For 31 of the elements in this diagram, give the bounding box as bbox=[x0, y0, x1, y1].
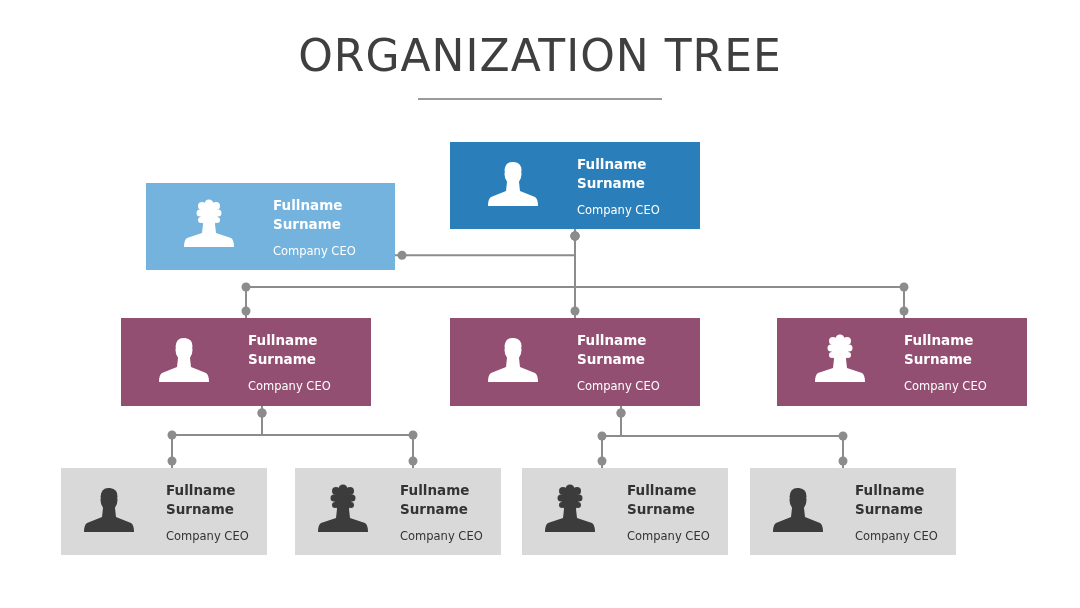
person-card bbox=[295, 468, 501, 555]
person-card bbox=[146, 183, 395, 270]
person-card bbox=[450, 142, 700, 229]
person-name: Fullname Surname bbox=[273, 196, 344, 234]
job-title: Company CEO bbox=[248, 379, 331, 393]
person-name: Fullname Surname bbox=[400, 481, 471, 519]
job-title: Company CEO bbox=[577, 203, 660, 217]
job-title: Company CEO bbox=[855, 529, 938, 543]
person-card bbox=[750, 468, 956, 555]
connector-line bbox=[257, 405, 418, 469]
connector-line bbox=[570, 228, 909, 319]
person-card bbox=[121, 318, 371, 406]
connector-line bbox=[616, 405, 848, 469]
person-card bbox=[61, 468, 267, 555]
person-name: Fullname Surname bbox=[248, 331, 319, 369]
job-title: Company CEO bbox=[904, 379, 987, 393]
job-title: Company CEO bbox=[166, 529, 249, 543]
person-card bbox=[777, 318, 1027, 406]
person-card bbox=[522, 468, 728, 555]
person-name: Fullname Surname bbox=[577, 331, 648, 369]
person-name: Fullname Surname bbox=[627, 481, 698, 519]
job-title: Company CEO bbox=[273, 244, 356, 258]
person-card bbox=[450, 318, 700, 406]
person-name: Fullname Surname bbox=[904, 331, 975, 369]
job-title: Company CEO bbox=[577, 379, 660, 393]
title: ORGANIZATION TREE bbox=[297, 32, 783, 81]
person-name: Fullname Surname bbox=[166, 481, 237, 519]
job-title: Company CEO bbox=[400, 529, 483, 543]
person-name: Fullname Surname bbox=[855, 481, 926, 519]
person-name: Fullname Surname bbox=[577, 155, 648, 193]
job-title: Company CEO bbox=[627, 529, 710, 543]
